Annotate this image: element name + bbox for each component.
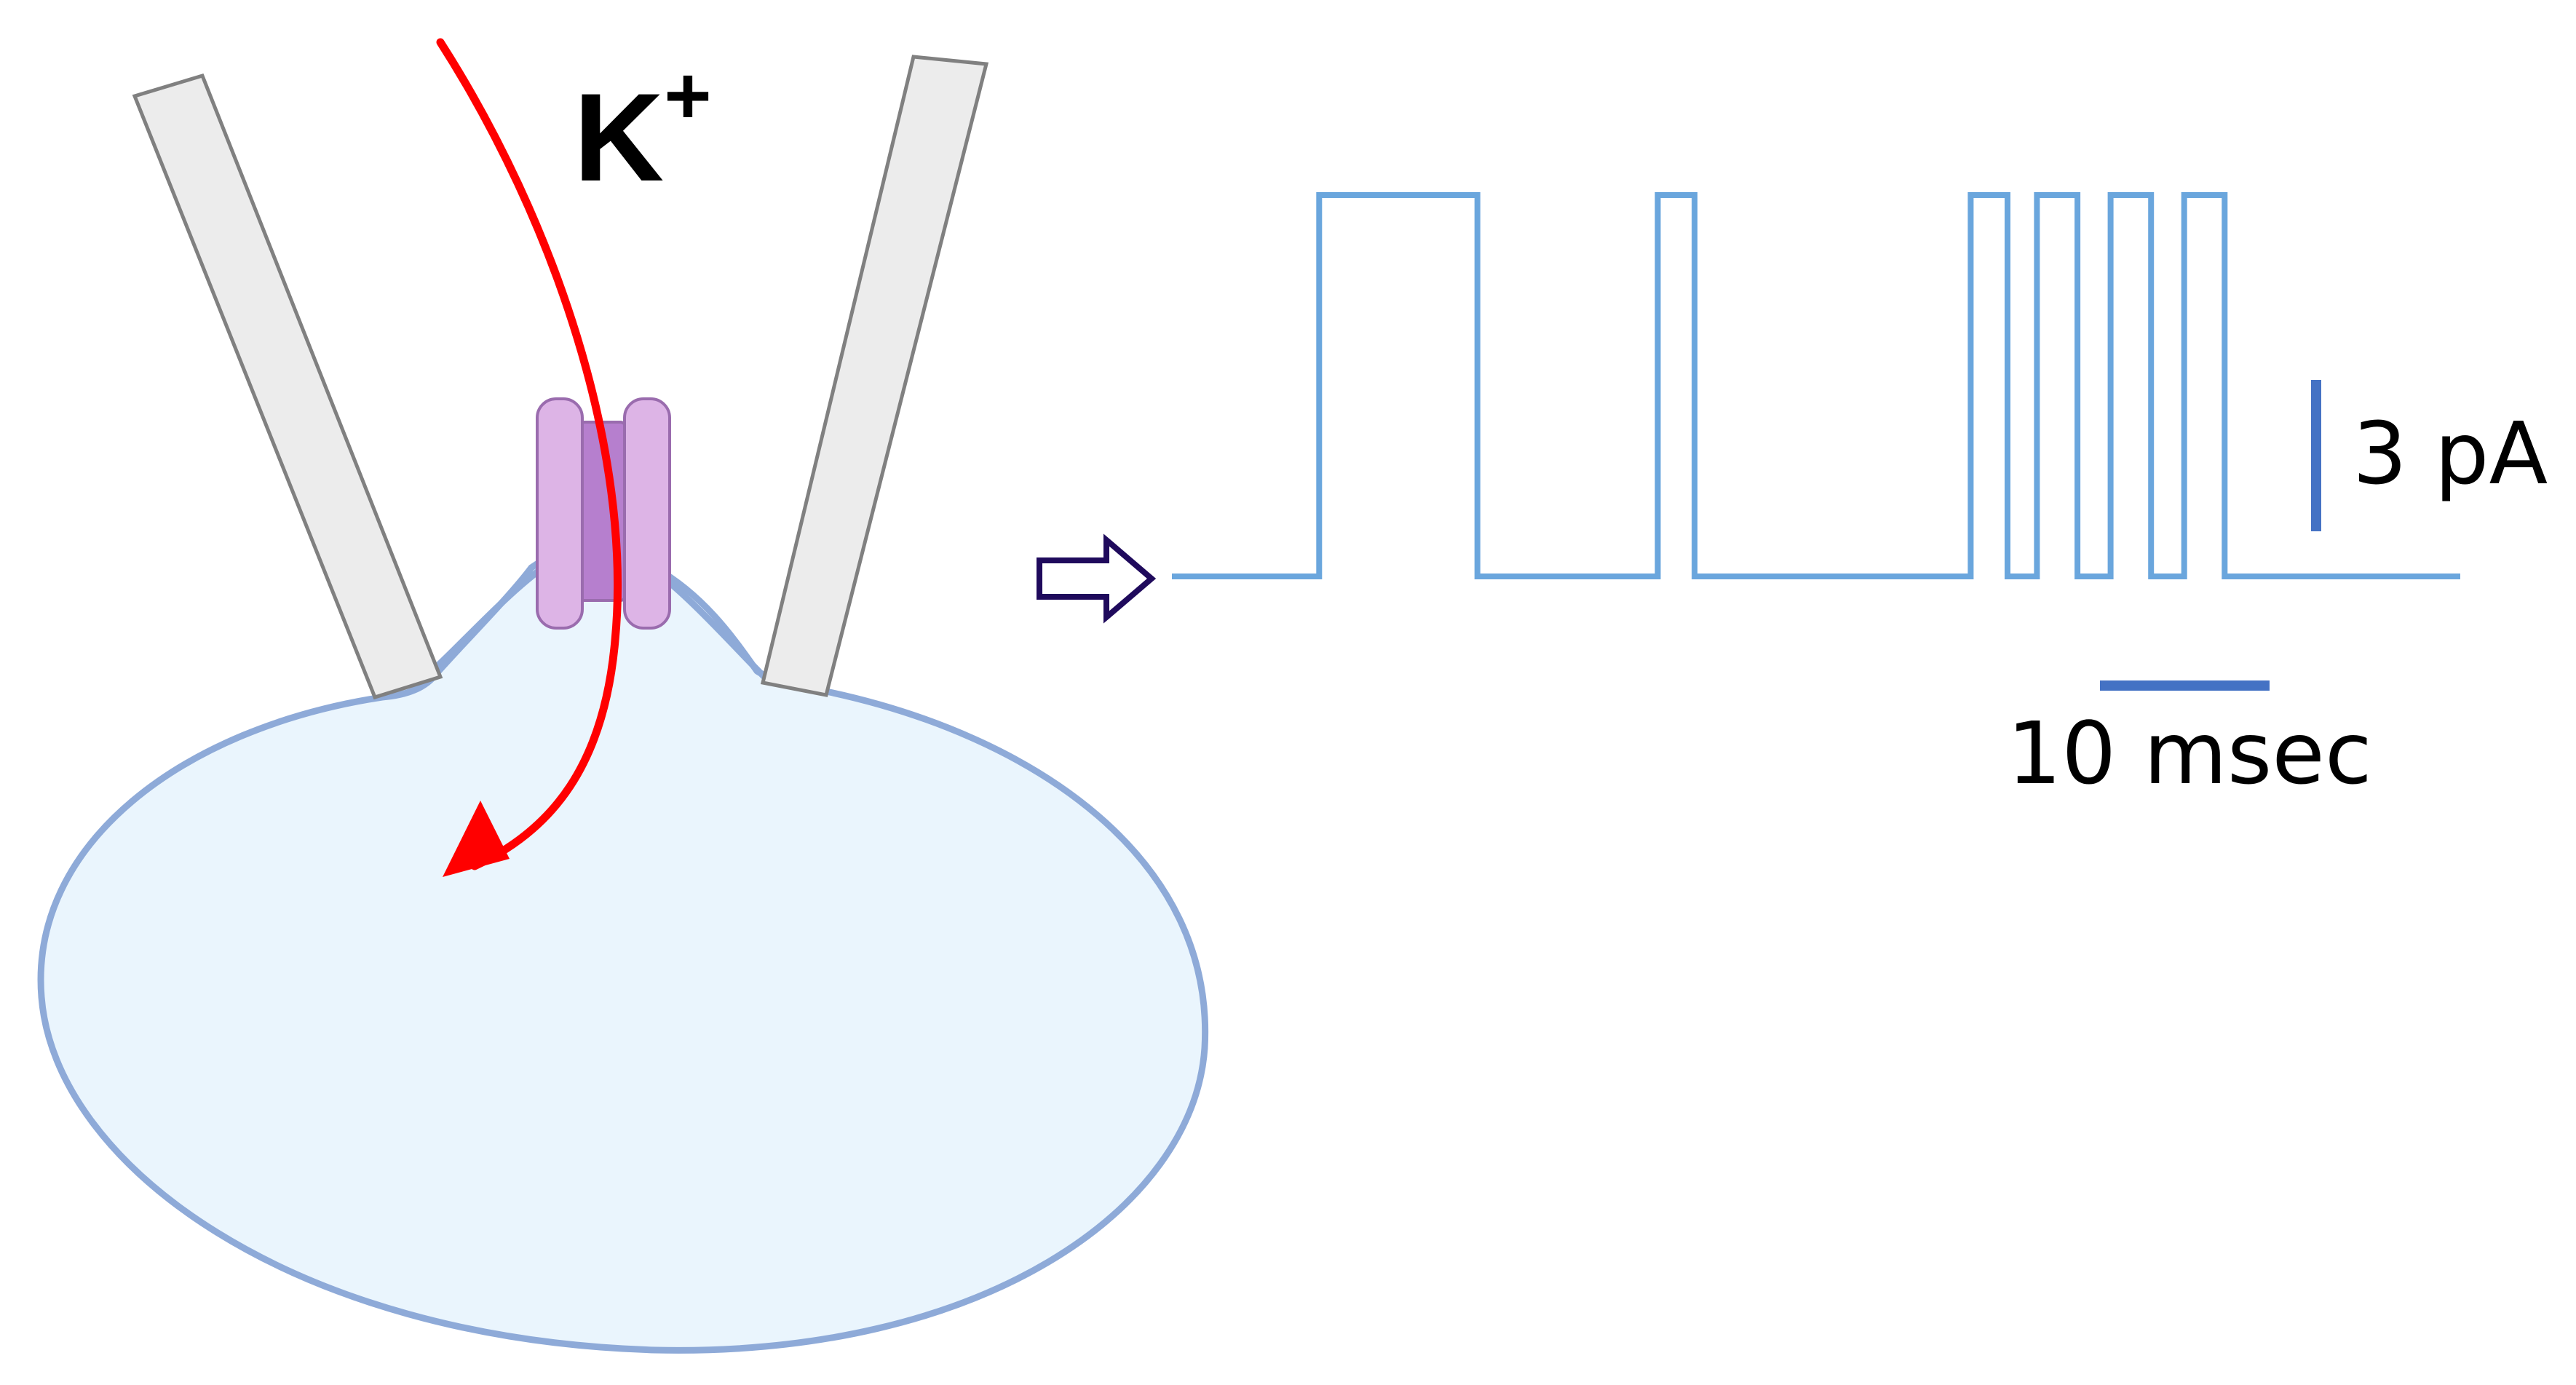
curved-arrow-icon [436, 38, 622, 877]
ion-charge: + [664, 50, 711, 141]
ion-symbol: K [574, 68, 664, 207]
pipette-right [760, 55, 989, 697]
current-scale-label: 3 pA [2353, 403, 2548, 504]
time-scale-label: 10 msec [2007, 703, 2372, 803]
cell-body [37, 549, 1209, 1354]
pipette-left [132, 73, 443, 700]
current-trace [1172, 192, 2460, 579]
hollow-right-arrow-icon [1037, 533, 1157, 624]
ion-label: K+ [574, 50, 712, 207]
